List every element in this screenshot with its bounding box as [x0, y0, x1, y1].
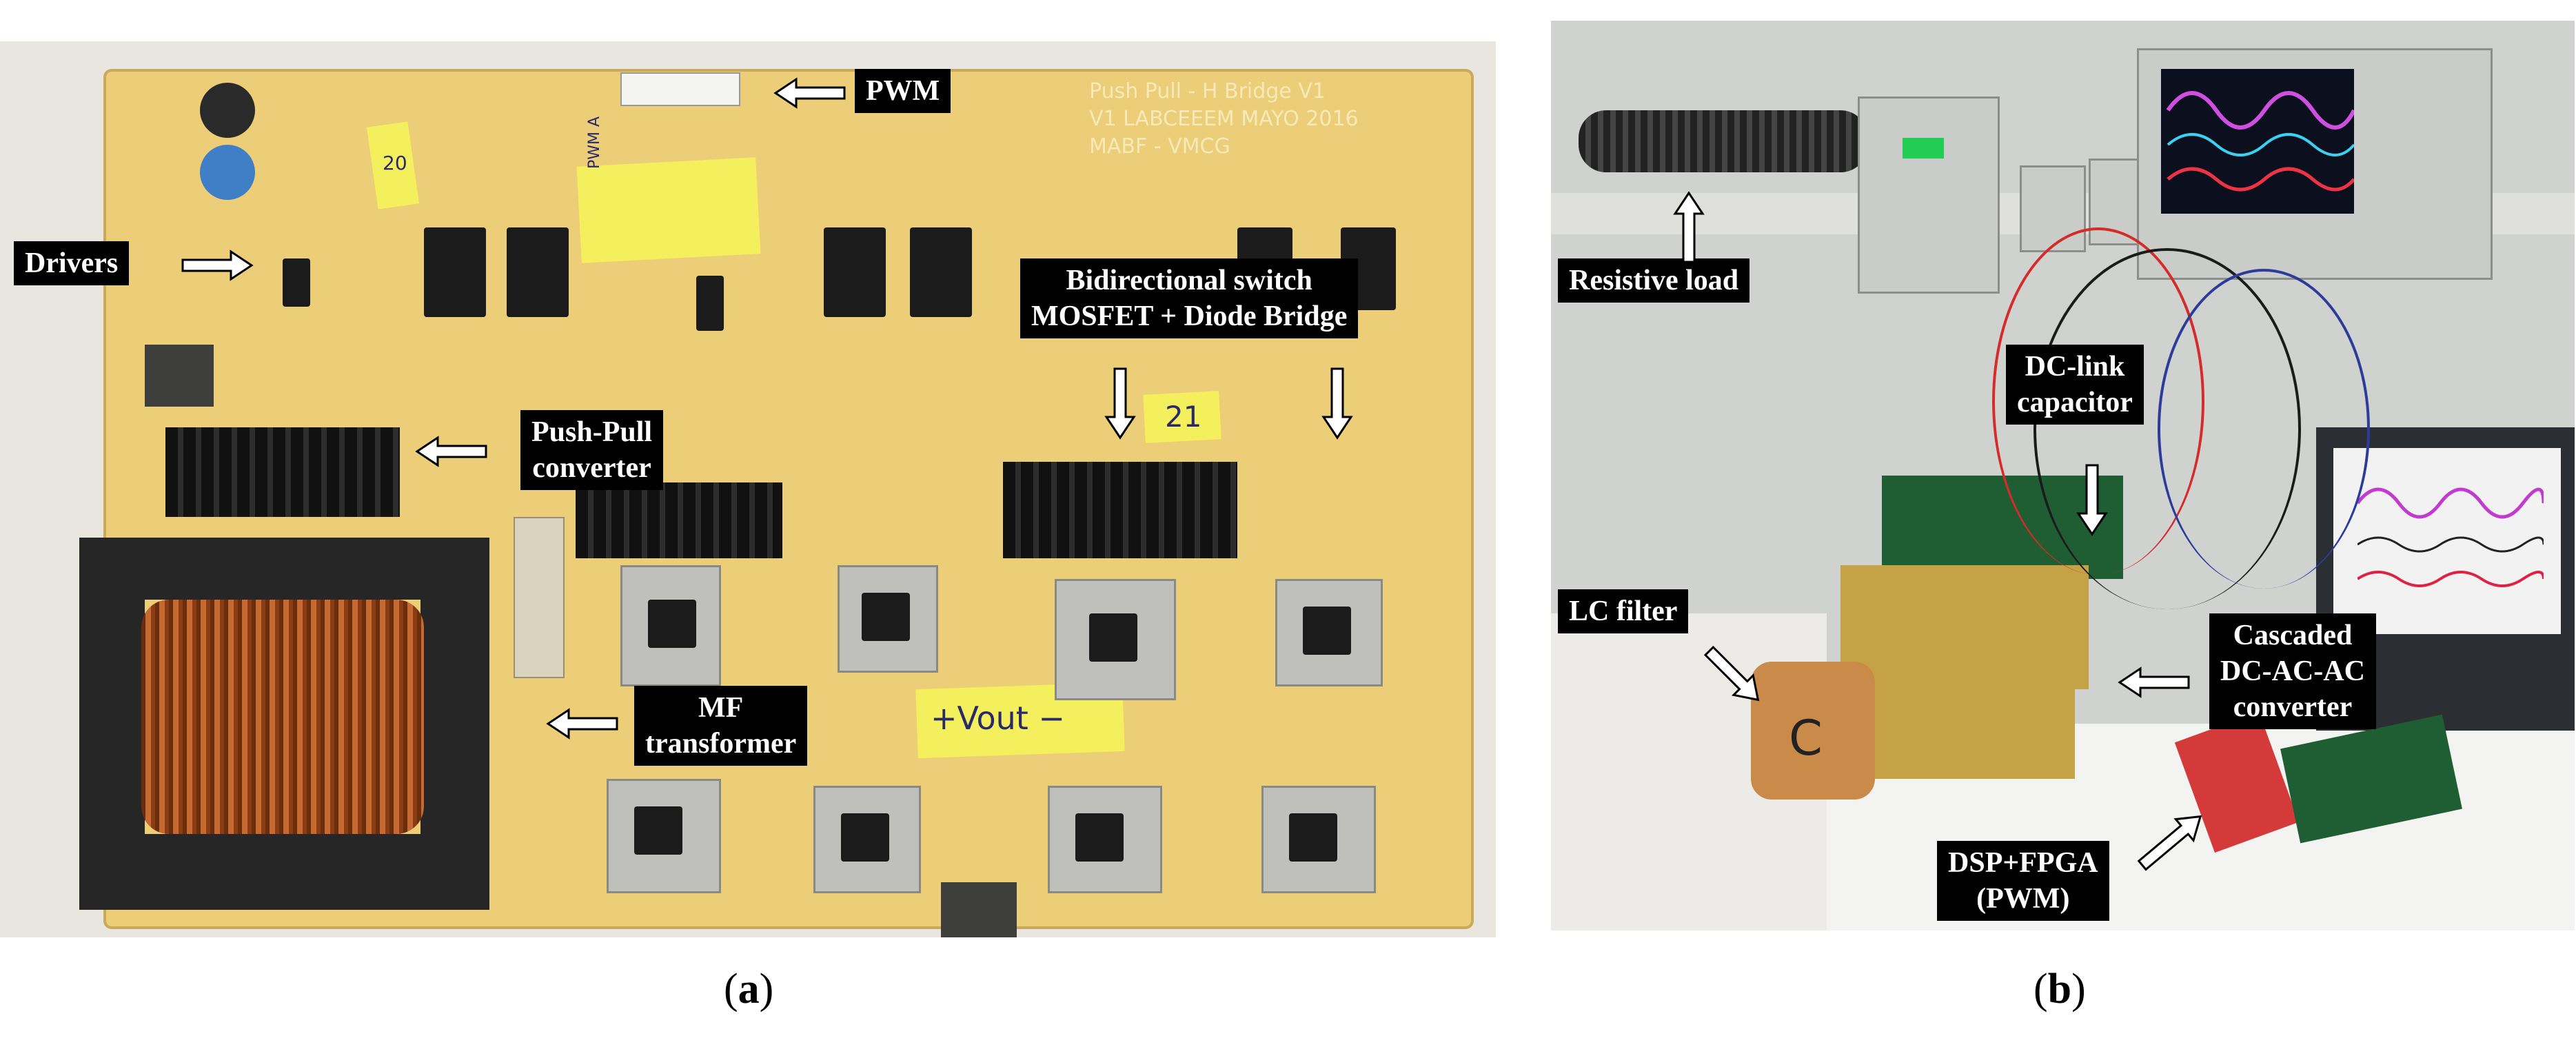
board-silkscreen-line3: MABF - VMCG	[1089, 134, 1230, 159]
mosfet	[841, 813, 889, 862]
transformer-core-right	[420, 538, 489, 910]
driver-ic	[283, 258, 310, 307]
arrow-down-icon	[1321, 367, 1353, 440]
mosfet	[1303, 607, 1351, 655]
hbridge-heatsink	[576, 482, 782, 558]
label-resistive-load: Resistive load	[1558, 258, 1750, 303]
laptop-waveforms	[2357, 487, 2544, 587]
label-pushpull-line2: converter	[532, 452, 651, 484]
wire	[2158, 269, 2370, 589]
power-resistor	[514, 517, 565, 678]
terminal-block	[941, 882, 1017, 937]
converter-board	[1854, 682, 2075, 779]
driver-ic	[696, 276, 724, 331]
label-cascaded-line1: Cascaded	[2233, 620, 2353, 651]
caption-b-letter: b	[2047, 966, 2072, 1012]
transformer-core-left	[79, 538, 145, 910]
arrow-left-icon	[2118, 666, 2190, 698]
arrow-up-right-icon	[2137, 815, 2202, 871]
electrolytic-capacitor	[200, 145, 255, 200]
board-silkscreen-line1: Push Pull - H Bridge V1	[1089, 79, 1326, 103]
instrument-display	[1903, 138, 1944, 159]
caption-a-letter: a	[738, 966, 760, 1012]
arrow-left-icon	[546, 708, 618, 740]
mosfet	[1075, 813, 1124, 862]
label-pwm: PWM	[855, 69, 951, 113]
driver-ic	[824, 227, 886, 317]
label-dc-link-capacitor: DC-link capacitor	[2006, 345, 2144, 425]
sticky-note-pwm-pins	[576, 157, 761, 263]
driver-ic	[507, 227, 569, 317]
sticky-pwm-a: PWM A	[586, 116, 603, 169]
lc-filter-inductor	[1751, 662, 1875, 800]
label-pushpull-line1: Push-Pull	[531, 416, 653, 448]
label-dclink-line2: capacitor	[2017, 387, 2133, 418]
driver-ic	[910, 227, 972, 317]
label-mf-line1: MF	[698, 692, 744, 724]
label-push-pull-converter: Push-Pull converter	[520, 410, 664, 490]
resistive-load-coil	[1579, 110, 1868, 172]
cylinder-letter: C	[1789, 710, 1823, 766]
label-cascaded-line3: converter	[2233, 691, 2353, 723]
bidir-heatsink	[1003, 462, 1237, 558]
photo-panel-b: C Resistive load DC-link capacitor LC fi…	[1551, 21, 2575, 930]
caption-a-close: )	[759, 966, 774, 1012]
label-mf-line2: transformer	[645, 728, 797, 760]
label-bidir-line2: MOSFET + Diode Bridge	[1031, 301, 1348, 332]
converter-board	[1840, 565, 2089, 689]
driver-ic	[424, 227, 486, 317]
mosfet	[1289, 813, 1337, 862]
caption-b-open: (	[2034, 966, 2048, 1012]
label-cascaded-line2: DC-AC-AC	[2220, 655, 2365, 687]
label-dsp-fpga: DSP+FPGA (PWM)	[1937, 841, 2109, 921]
caption-b: (b)	[2034, 965, 2086, 1014]
mosfet	[1089, 613, 1137, 662]
arrow-down-right-icon	[1703, 645, 1760, 702]
caption-a: (a)	[724, 965, 773, 1014]
arrow-down-icon	[1104, 367, 1136, 440]
sticky-21: 21	[1165, 400, 1202, 434]
pwm-connector	[620, 72, 740, 106]
label-cascaded-converter: Cascaded DC-AC-AC converter	[2209, 613, 2376, 729]
label-dsp-line2: (PWM)	[1976, 883, 2070, 915]
sticky-vout: +Vout −	[931, 700, 1065, 737]
sticky-20: 20	[383, 152, 407, 174]
mosfet	[648, 600, 696, 648]
photo-panel-a: Push Pull - H Bridge V1 V1 LABCEEEM MAYO…	[0, 41, 1496, 937]
label-drivers: Drivers	[14, 241, 130, 285]
label-dsp-line1: DSP+FPGA	[1948, 847, 2098, 879]
arrow-up-icon	[1673, 191, 1705, 263]
label-bidir-line1: Bidirectional switch	[1066, 265, 1312, 296]
mosfet	[862, 593, 910, 641]
transformer-winding	[141, 600, 424, 834]
pushpull-heatsink	[165, 427, 400, 517]
mosfet	[634, 806, 682, 855]
label-bidirectional-switch: Bidirectional switch MOSFET + Diode Brid…	[1020, 258, 1359, 338]
arrow-down-icon	[2076, 464, 2108, 536]
board-silkscreen-line2: V1 LABCEEEM MAYO 2016	[1089, 107, 1359, 131]
caption-a-open: (	[724, 966, 738, 1012]
terminal-block	[145, 345, 214, 407]
label-dclink-line1: DC-link	[2025, 351, 2125, 383]
label-lc-filter: LC filter	[1558, 589, 1689, 633]
caption-b-close: )	[2071, 966, 2086, 1012]
electrolytic-capacitor	[200, 83, 255, 138]
arrow-left-icon	[415, 436, 487, 467]
label-mf-transformer: MF transformer	[634, 686, 808, 766]
oscilloscope-waveforms	[2166, 91, 2354, 192]
arrow-right-icon	[181, 250, 254, 281]
arrow-left-icon	[773, 77, 846, 109]
signal-instrument	[1858, 96, 2000, 294]
